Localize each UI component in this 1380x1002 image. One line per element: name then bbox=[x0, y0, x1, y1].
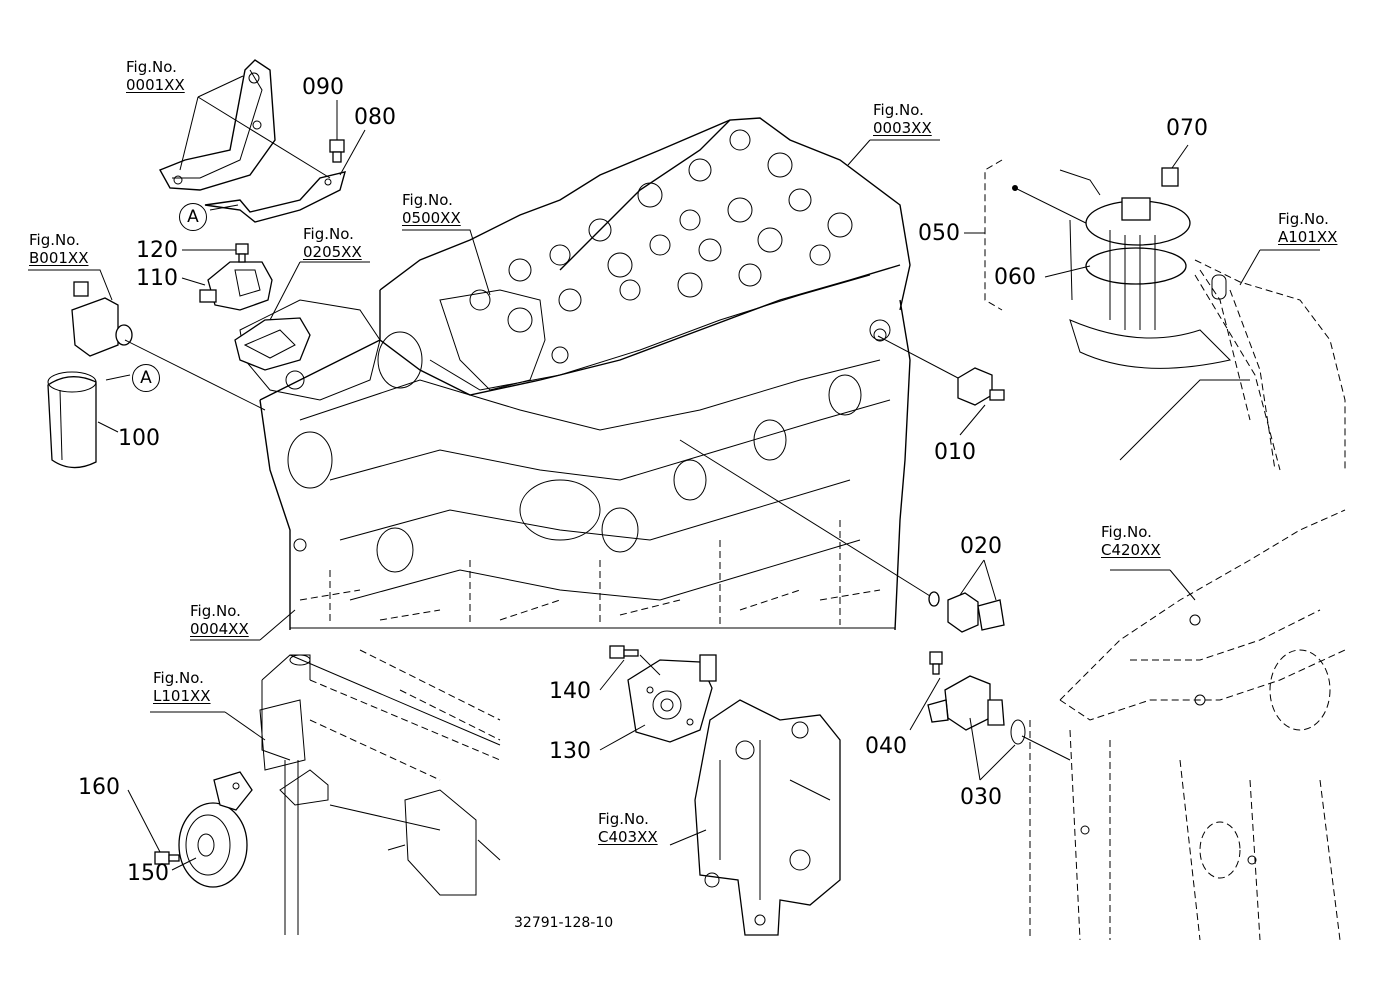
part-number-080[interactable]: 080 bbox=[354, 105, 396, 130]
block-ports bbox=[285, 328, 887, 573]
horn-150 bbox=[171, 771, 253, 888]
screw-140 bbox=[599, 645, 661, 751]
part-number-050[interactable]: 050 bbox=[918, 221, 960, 246]
fig-ref-code: 0500XX bbox=[402, 209, 461, 227]
sleeve-100 bbox=[47, 371, 97, 469]
fig-ref-prefix: Fig.No. bbox=[873, 101, 924, 119]
fig-ref-code: C420XX bbox=[1101, 541, 1161, 559]
transmission-C420 bbox=[1029, 509, 1346, 941]
callout-marker-a: A bbox=[132, 364, 160, 392]
fig-ref-code: B001XX bbox=[29, 249, 89, 267]
sensor-130 bbox=[627, 654, 717, 743]
bolt-090 bbox=[329, 139, 345, 163]
drawing-number: 32791-128-10 bbox=[514, 915, 614, 931]
oring-030 bbox=[969, 717, 1071, 781]
fig-ref-prefix: Fig.No. bbox=[1278, 210, 1329, 228]
part-number-060[interactable]: 060 bbox=[994, 265, 1036, 290]
bolt-160 bbox=[127, 789, 180, 865]
part-number-100[interactable]: 100 bbox=[118, 426, 160, 451]
fuel-sender-050 bbox=[964, 159, 1231, 369]
sensor-040 bbox=[909, 651, 1026, 745]
fig-ref-code: C403XX bbox=[598, 828, 658, 846]
sensor-020 bbox=[679, 439, 1005, 633]
head-bolt-holes bbox=[469, 129, 891, 364]
fig-ref-prefix: Fig.No. bbox=[303, 225, 354, 243]
fig-ref-prefix: Fig.No. bbox=[29, 231, 80, 249]
engine-block bbox=[239, 117, 911, 631]
fig-ref-prefix: Fig.No. bbox=[1101, 523, 1152, 541]
fig-ref-C420[interactable]: Fig.No. C420XX bbox=[1101, 523, 1161, 559]
fig-ref-code: 0003XX bbox=[873, 119, 932, 137]
leader-lines-upper-left bbox=[28, 75, 491, 433]
part-number-040[interactable]: 040 bbox=[865, 734, 907, 759]
bracket-C403 bbox=[669, 699, 841, 936]
sensor-bracket-0205 bbox=[234, 317, 311, 371]
part-number-130[interactable]: 130 bbox=[549, 739, 591, 764]
fig-ref-code: 0001XX bbox=[126, 76, 185, 94]
part-number-160[interactable]: 160 bbox=[78, 775, 120, 800]
fig-ref-code: 0205XX bbox=[303, 243, 362, 261]
part-number-010[interactable]: 010 bbox=[934, 440, 976, 465]
fig-ref-0500[interactable]: Fig.No. 0500XX bbox=[402, 191, 461, 227]
part-number-020[interactable]: 020 bbox=[960, 534, 1002, 559]
fig-ref-prefix: Fig.No. bbox=[190, 602, 241, 620]
nut-070 bbox=[1161, 144, 1189, 187]
part-number-030[interactable]: 030 bbox=[960, 785, 1002, 810]
sensor-010 bbox=[877, 335, 1005, 436]
fig-ref-prefix: Fig.No. bbox=[153, 669, 204, 687]
fig-ref-prefix: Fig.No. bbox=[126, 58, 177, 76]
fig-ref-code: 0004XX bbox=[190, 620, 249, 638]
part-number-150[interactable]: 150 bbox=[127, 861, 169, 886]
part-number-120[interactable]: 120 bbox=[136, 238, 178, 263]
fig-ref-B001[interactable]: Fig.No. B001XX bbox=[29, 231, 88, 267]
tank-A101 bbox=[1119, 249, 1346, 471]
fig-ref-L101[interactable]: Fig.No. L101XX bbox=[153, 669, 211, 705]
bolt-120 bbox=[235, 243, 249, 263]
part-number-110[interactable]: 110 bbox=[136, 266, 178, 291]
callout-marker-a: A bbox=[179, 203, 207, 231]
bracket-080 bbox=[159, 59, 346, 223]
frame-L101 bbox=[150, 649, 501, 935]
fig-ref-prefix: Fig.No. bbox=[402, 191, 453, 209]
fig-ref-0004[interactable]: Fig.No. 0004XX bbox=[190, 602, 249, 638]
fig-ref-C403[interactable]: Fig.No. C403XX bbox=[598, 810, 658, 846]
fig-ref-0001[interactable]: Fig.No. 0001XX bbox=[126, 58, 185, 94]
part-number-140[interactable]: 140 bbox=[549, 679, 591, 704]
part-number-070[interactable]: 070 bbox=[1166, 116, 1208, 141]
fig-ref-0003[interactable]: Fig.No. 0003XX bbox=[873, 101, 932, 137]
crank-sensor bbox=[71, 281, 133, 357]
fig-ref-code: L101XX bbox=[153, 687, 211, 705]
fig-ref-A101[interactable]: Fig.No. A101XX bbox=[1278, 210, 1337, 246]
fig-ref-prefix: Fig.No. bbox=[598, 810, 649, 828]
fig-ref-0205[interactable]: Fig.No. 0205XX bbox=[303, 225, 362, 261]
sensor-110 bbox=[199, 261, 273, 311]
fig-ref-code: A101XX bbox=[1278, 228, 1338, 246]
leader-lines-misc bbox=[190, 139, 940, 641]
part-number-090[interactable]: 090 bbox=[302, 75, 344, 100]
